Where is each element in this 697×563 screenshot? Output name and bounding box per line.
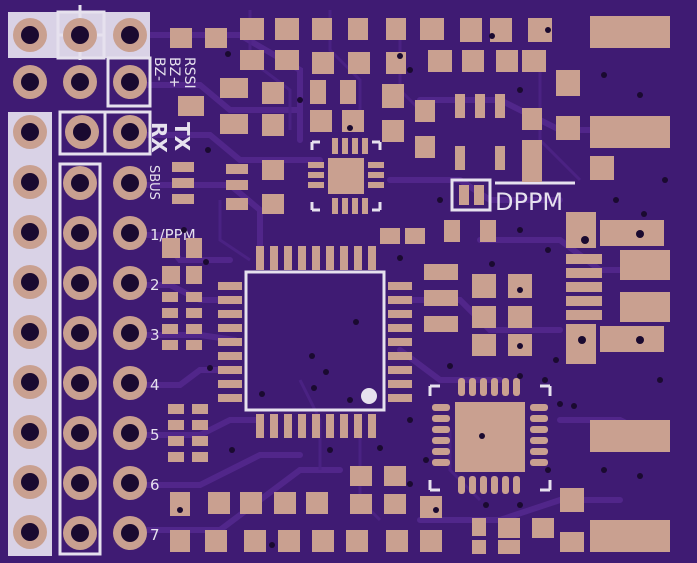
label-tx: TX bbox=[170, 122, 194, 152]
txrx-pins bbox=[65, 115, 147, 149]
qfn-large bbox=[428, 378, 552, 494]
silk-labels: RSSI BZ+ BZ- TX RX SBUS 1/PPM 2 3 4 5 6 … bbox=[146, 57, 563, 544]
label-dppm: DPPM bbox=[495, 188, 563, 216]
dppm-jumper-pad bbox=[459, 185, 469, 205]
mcu-qfp bbox=[218, 246, 412, 438]
label-rx: RX bbox=[147, 122, 171, 153]
header-1-pins bbox=[13, 115, 47, 549]
dppm-jumper-outline bbox=[450, 178, 492, 212]
smd-pads bbox=[162, 16, 670, 554]
label-bz-plus: BZ+ bbox=[166, 57, 182, 88]
label-rssi: RSSI bbox=[181, 57, 197, 89]
label-ch4: 4 bbox=[150, 376, 160, 394]
label-sbus: SBUS bbox=[146, 165, 161, 200]
qfn-small bbox=[308, 138, 384, 214]
label-ch7: 7 bbox=[150, 526, 160, 544]
label-ch2: 2 bbox=[150, 276, 160, 294]
header-top-pins bbox=[13, 18, 147, 99]
bz-outline bbox=[106, 56, 152, 108]
label-ch3: 3 bbox=[150, 326, 160, 344]
dppm-jumper-pad bbox=[474, 185, 484, 205]
header-2-outline bbox=[58, 162, 102, 556]
label-ch5: 5 bbox=[150, 426, 160, 444]
vias bbox=[177, 27, 668, 548]
header-2-pins bbox=[63, 166, 97, 550]
header-3-pins bbox=[113, 166, 147, 550]
label-bz-minus: BZ- bbox=[151, 57, 167, 81]
label-ch6: 6 bbox=[150, 476, 160, 494]
